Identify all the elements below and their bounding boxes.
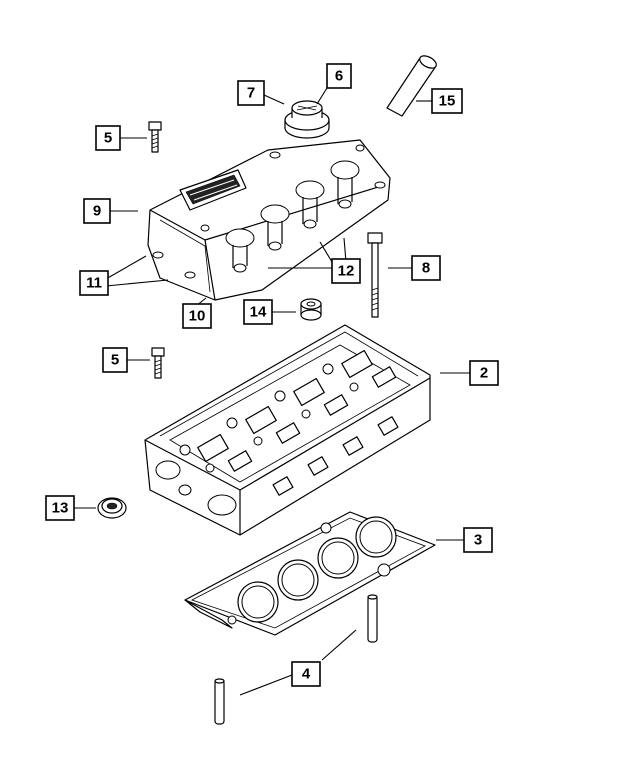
part-13-plug bbox=[97, 497, 127, 519]
callout-7-label: 7 bbox=[247, 85, 255, 102]
part-5-bolt-upper bbox=[148, 121, 162, 153]
callout-9: 9 bbox=[83, 198, 111, 224]
callout-10: 10 bbox=[182, 303, 212, 329]
part-8-head-bolt bbox=[367, 232, 383, 318]
callout-5-upper-label: 5 bbox=[104, 130, 112, 147]
callout-6: 6 bbox=[326, 63, 352, 89]
callout-8: 8 bbox=[411, 255, 441, 281]
callout-15: 15 bbox=[431, 88, 463, 114]
callout-14-label: 14 bbox=[250, 304, 267, 321]
part-9-valve-cover bbox=[147, 139, 391, 301]
callout-15-label: 15 bbox=[439, 93, 456, 110]
callout-3-label: 3 bbox=[474, 532, 482, 549]
callout-12: 12 bbox=[331, 258, 361, 284]
callout-2: 2 bbox=[469, 360, 499, 386]
callout-13: 13 bbox=[45, 495, 75, 521]
part-2-cylinder-head bbox=[144, 324, 431, 536]
exhaust-ports bbox=[272, 416, 399, 496]
callout-5-lower: 5 bbox=[102, 347, 128, 373]
callout-4: 4 bbox=[291, 661, 321, 687]
callout-14: 14 bbox=[243, 299, 273, 325]
part-4-dowel-pin-right bbox=[367, 594, 378, 643]
callout-13-label: 13 bbox=[52, 500, 69, 517]
callout-8-label: 8 bbox=[422, 260, 430, 277]
callout-11: 11 bbox=[79, 270, 109, 296]
cam-towers bbox=[179, 349, 397, 473]
callout-4-label: 4 bbox=[302, 666, 311, 683]
part-3-head-gasket bbox=[184, 511, 436, 636]
callout-2-label: 2 bbox=[480, 365, 488, 382]
part-6-oil-cap bbox=[284, 100, 330, 139]
callout-10-label: 10 bbox=[189, 308, 206, 325]
valve-cover-bosses bbox=[152, 144, 386, 279]
callout-3: 3 bbox=[463, 527, 493, 553]
part-5-bolt-lower bbox=[151, 347, 165, 379]
part-15-tube bbox=[386, 55, 437, 117]
part-14-grommet bbox=[300, 298, 322, 321]
callout-6-label: 6 bbox=[335, 68, 343, 85]
callout-5-upper: 5 bbox=[95, 125, 121, 151]
callout-11-label: 11 bbox=[86, 275, 102, 292]
callout-12-label: 12 bbox=[338, 263, 355, 280]
callout-5-lower-label: 5 bbox=[111, 352, 119, 369]
leader-lines bbox=[74, 87, 470, 696]
callout-7: 7 bbox=[237, 80, 265, 106]
part-4-dowel-pin-left bbox=[214, 678, 225, 725]
callout-9-label: 9 bbox=[93, 203, 101, 220]
